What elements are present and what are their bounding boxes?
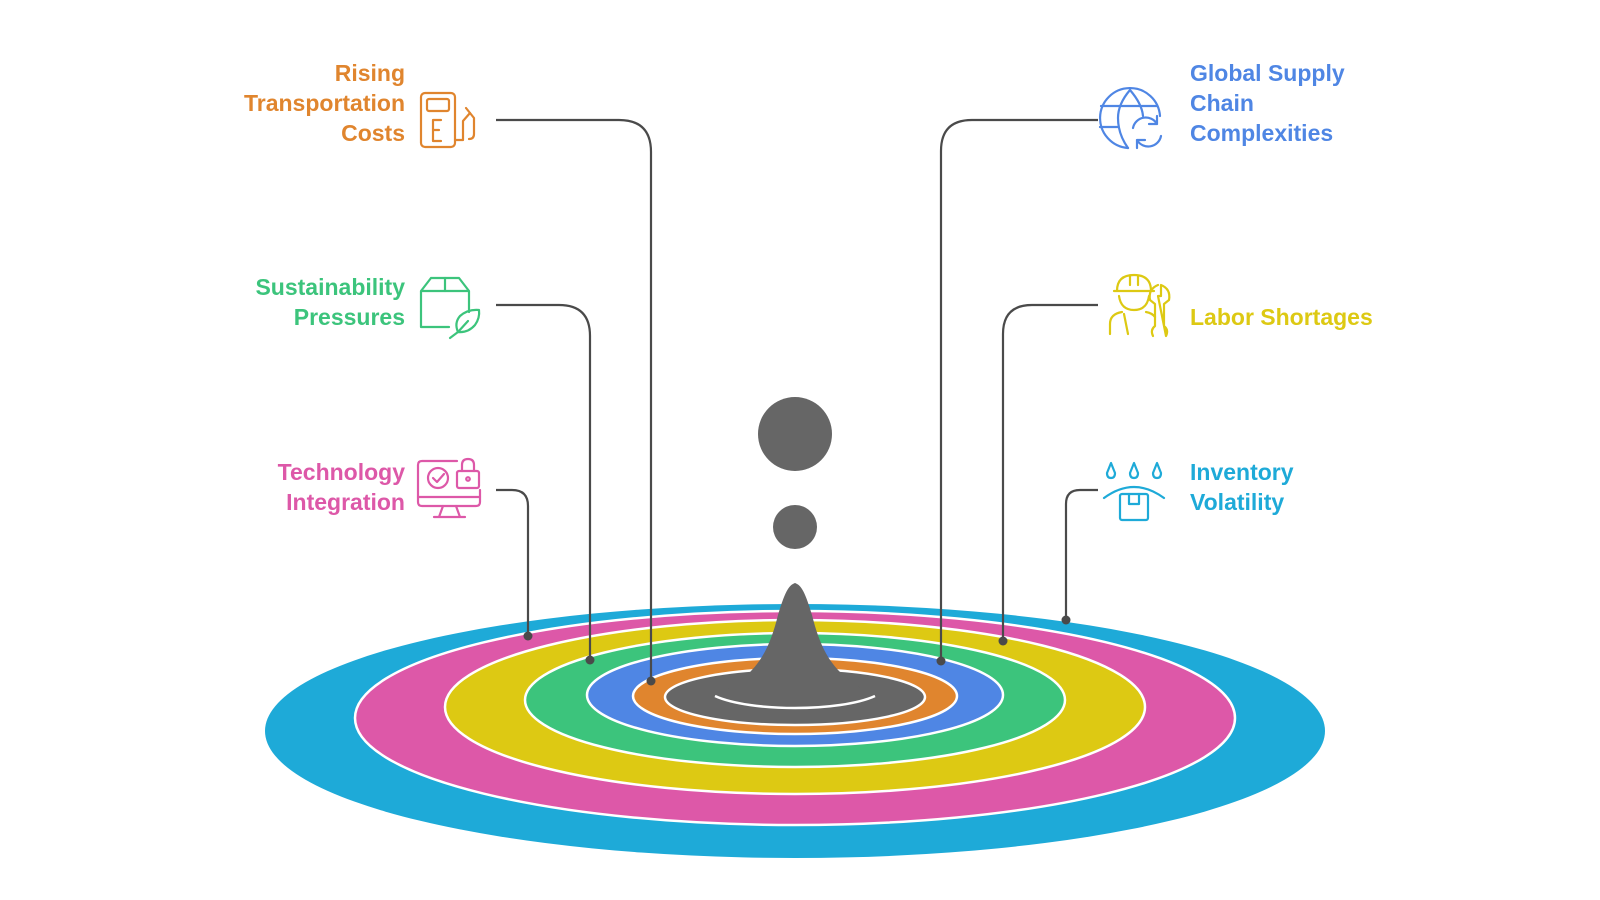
droplet-large: [758, 397, 832, 471]
dot-labor: [998, 636, 1008, 646]
fuel-pump-icon: [419, 91, 476, 149]
factor-label-line: Integration: [286, 489, 405, 515]
factor-label-line: Costs: [341, 120, 405, 146]
droplet-small: [773, 505, 817, 549]
connector-inventory: [1064, 488, 1098, 620]
rain-box-icon: [1102, 461, 1166, 522]
secure-monitor-icon: [416, 457, 482, 519]
dot-supply-chain: [936, 656, 946, 666]
splash-peak: [715, 583, 875, 708]
factor-label-line: Pressures: [293, 304, 405, 330]
connector-supply-chain: [939, 118, 1098, 661]
connector-transport: [496, 118, 653, 680]
factor-label-line: Transportation: [243, 90, 405, 116]
connector-dots: [523, 615, 1071, 686]
factor-label-line: Volatility: [1190, 489, 1285, 515]
dot-sustainability: [585, 655, 595, 665]
eco-box-icon: [419, 276, 481, 340]
splash-highlight: [714, 694, 876, 710]
connector-labor: [1001, 303, 1098, 640]
connector-sustainability: [496, 303, 592, 660]
factor-label-line: Global Supply: [1190, 60, 1345, 86]
factor-label-line: Complexities: [1190, 120, 1334, 146]
factor-label-line: Technology: [277, 459, 405, 485]
factor-label-line: Sustainability: [255, 274, 405, 300]
dot-transport: [646, 676, 656, 686]
connectors: [496, 118, 1098, 680]
dot-technology: [523, 631, 533, 641]
dot-inventory: [1061, 615, 1071, 625]
factor-label-line: Chain: [1190, 90, 1254, 116]
connector-technology: [496, 488, 530, 636]
worker-wrench-icon: [1108, 273, 1171, 338]
factor-label-line: Labor Shortages: [1190, 304, 1373, 330]
globe-sync-icon: [1098, 86, 1163, 150]
factor-label-labor: Labor Shortages: [1190, 302, 1373, 332]
factor-label-line: Inventory: [1190, 459, 1294, 485]
factor-label-line: Rising: [334, 60, 405, 86]
